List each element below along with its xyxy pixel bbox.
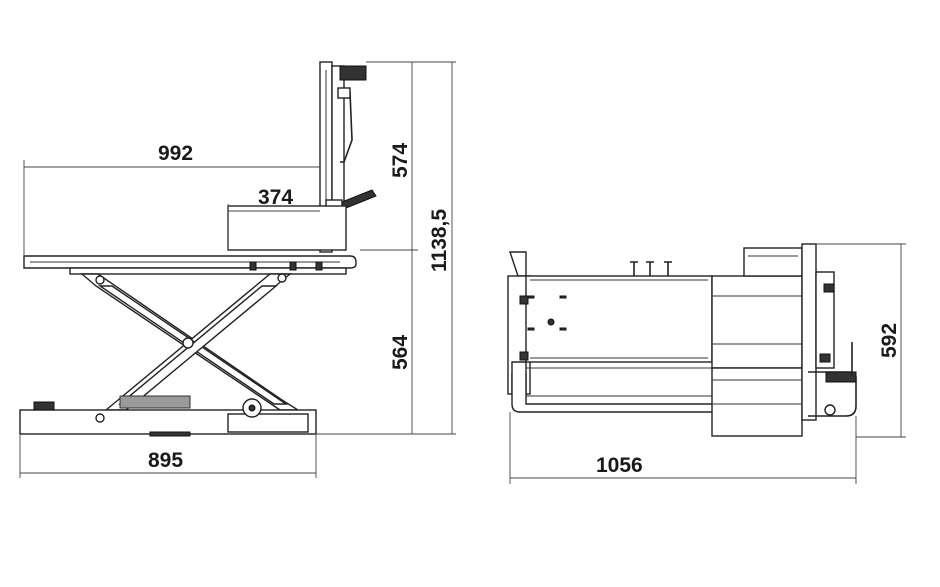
side-view: 992 374 574 564 1138,5: [19, 61, 456, 478]
dim-592-label: 592: [878, 323, 901, 358]
platform: [23, 255, 357, 275]
dim-992-label: 992: [158, 142, 193, 165]
dim-374: 374: [227, 186, 320, 250]
dim-564-label: 564: [389, 335, 412, 370]
dim-895-label: 895: [148, 449, 183, 472]
dim-1056: 1056: [509, 412, 857, 484]
dim-374-label: 374: [258, 186, 293, 209]
seat-box: [227, 205, 347, 251]
bolt-row: [630, 261, 672, 276]
dim-592: 592: [816, 243, 906, 438]
dim-574: 574: [360, 61, 418, 251]
main-beam: [519, 275, 713, 363]
carriage: [711, 247, 803, 437]
dim-564: 564: [316, 250, 418, 435]
base: [19, 395, 317, 437]
dim-992: 992: [23, 142, 320, 256]
end-plate-right: [801, 243, 857, 421]
top-view: 1056 592: [507, 243, 906, 484]
dim-1056-label: 1056: [596, 454, 643, 477]
dim-1138-5-label: 1138,5: [428, 209, 451, 272]
dim-1138-5: 1138,5: [418, 61, 456, 435]
scissor-mechanism: [80, 273, 301, 411]
dim-895: 895: [19, 434, 317, 478]
dim-574-label: 574: [389, 143, 412, 178]
